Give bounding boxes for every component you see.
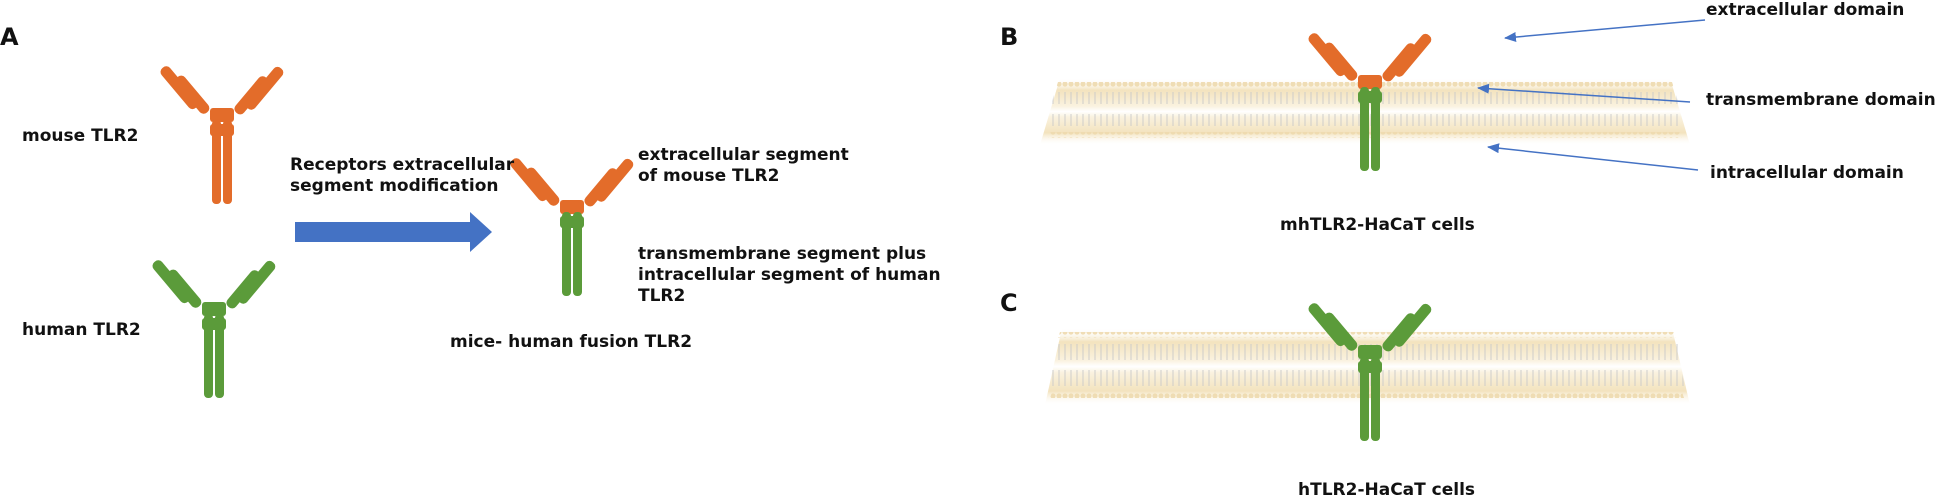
mhtlr2-hacat-caption: mhTLR2-HaCaT cells [1280, 215, 1475, 235]
extracellular-pointer [1504, 19, 1706, 42]
extracellular-segment-label: extracellular segment of mouse TLR2 [638, 145, 849, 186]
intracellular-pointer [1487, 143, 1699, 171]
mouse-tlr2-receptor [158, 64, 286, 204]
transmembrane-pointer [1477, 83, 1691, 103]
extracellular-domain-label: extracellular domain [1706, 0, 1905, 20]
fusion-tlr2-caption: mice- human fusion TLR2 [450, 332, 693, 352]
fusion-tlr2-receptor [508, 156, 636, 296]
modification-label: Receptors extracellular segment modifica… [290, 155, 515, 196]
modification-arrow [295, 212, 492, 252]
transmembrane-segment-label: transmembrane segment plus intracellular… [638, 244, 941, 306]
transmembrane-domain-label: transmembrane domain [1706, 90, 1936, 110]
panel-label-c: C [1000, 289, 1018, 317]
human-tlr2-label: human TLR2 [22, 320, 141, 340]
htlr2-hacat-caption: hTLR2-HaCaT cells [1298, 480, 1476, 500]
panel-label-b: B [1000, 23, 1019, 51]
intracellular-domain-label: intracellular domain [1710, 163, 1904, 183]
panel-label-a: A [0, 23, 19, 51]
human-tlr2-receptor [150, 258, 278, 398]
mouse-tlr2-label: mouse TLR2 [22, 126, 139, 146]
